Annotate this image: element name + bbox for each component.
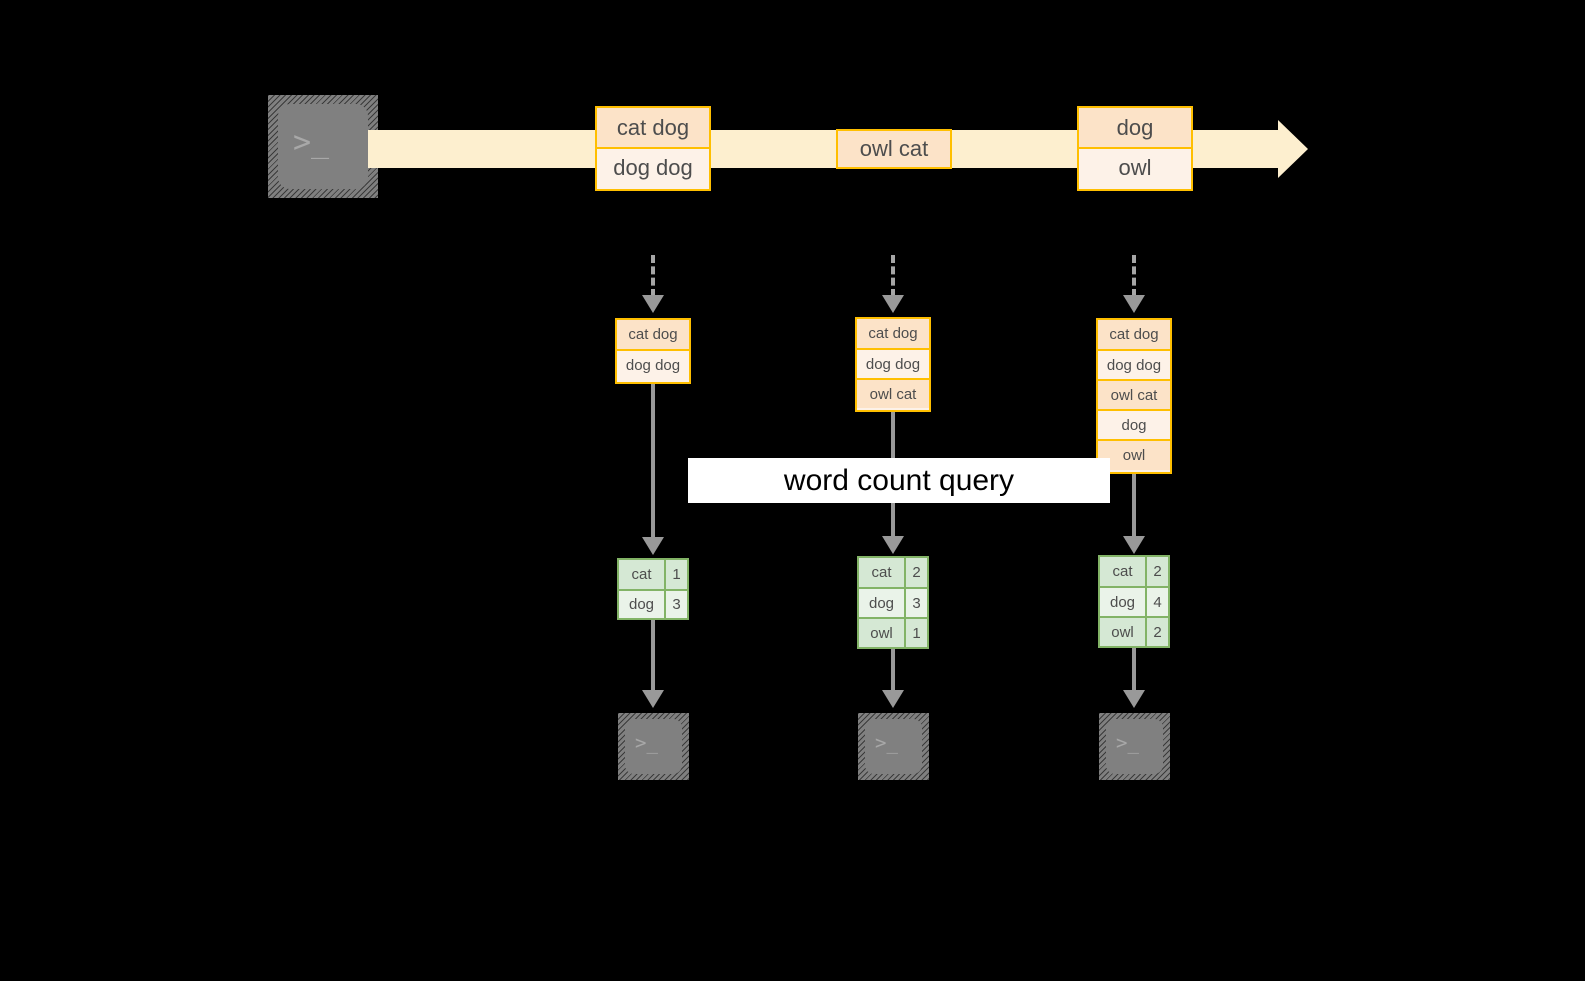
timeline-record-batch-3[interactable]: dog owl xyxy=(1077,106,1193,191)
stage-2-query-arrowhead xyxy=(882,536,904,554)
stage-1-input-connector xyxy=(651,255,655,297)
table-cell-count: 2 xyxy=(904,558,927,587)
table-cell-count: 2 xyxy=(1145,618,1168,646)
terminal-screen xyxy=(625,719,682,774)
table-cell-word: dog xyxy=(859,589,904,617)
table-row: owl 1 xyxy=(859,617,927,647)
stage-3-sink-connector xyxy=(1132,648,1136,692)
stage-2-sink-connector xyxy=(891,649,895,692)
stage-3-query-arrowhead xyxy=(1123,536,1145,554)
stage-2-result-table[interactable]: cat 2 dog 3 owl 1 xyxy=(857,556,929,649)
stage-3-input-connector xyxy=(1132,255,1136,297)
stage-1-query-connector xyxy=(651,384,655,539)
stack-row: cat dog xyxy=(617,320,689,349)
table-cell-word: cat xyxy=(859,558,904,587)
stack-row: owl xyxy=(1098,439,1170,470)
terminal-prompt: >_ xyxy=(875,732,898,754)
table-cell-count: 1 xyxy=(664,560,687,589)
source-terminal-icon: >_ xyxy=(268,95,378,198)
stage-2-input-connector xyxy=(891,255,895,297)
terminal-screen xyxy=(1106,719,1163,774)
table-cell-count: 1 xyxy=(904,619,927,647)
table-cell-word: dog xyxy=(619,591,664,618)
table-row: cat 1 xyxy=(619,560,687,589)
stack-row: dog dog xyxy=(1098,349,1170,379)
stage-1-result-table[interactable]: cat 1 dog 3 xyxy=(617,558,689,620)
stage-2-sink-terminal-icon: >_ xyxy=(858,713,929,780)
stack-row: owl cat xyxy=(857,378,929,408)
stack-row: cat dog xyxy=(1098,320,1170,349)
table-cell-word: owl xyxy=(859,619,904,647)
timeline-record-batch-1[interactable]: cat dog dog dog xyxy=(595,106,711,191)
terminal-prompt: >_ xyxy=(293,125,330,160)
stage-3-sink-terminal-icon: >_ xyxy=(1099,713,1170,780)
table-row: dog 4 xyxy=(1100,586,1168,616)
stage-3-input-stack[interactable]: cat dog dog dog owl cat dog owl xyxy=(1096,318,1172,474)
table-row: cat 2 xyxy=(1100,557,1168,586)
stage-2-input-stack[interactable]: cat dog dog dog owl cat xyxy=(855,317,931,412)
terminal-screen xyxy=(865,719,922,774)
table-row: dog 3 xyxy=(619,589,687,618)
stage-3-query-connector xyxy=(1132,474,1136,538)
stack-row: cat dog xyxy=(857,319,929,348)
timeline-arrow-head xyxy=(1278,120,1308,178)
record-row: owl xyxy=(1079,147,1191,187)
table-cell-word: dog xyxy=(1100,588,1145,616)
stack-row: dog dog xyxy=(857,348,929,378)
stack-row: owl cat xyxy=(1098,379,1170,409)
table-cell-count: 3 xyxy=(664,591,687,618)
stage-3-input-arrowhead xyxy=(1123,295,1145,313)
stack-row: dog xyxy=(1098,409,1170,439)
query-label-text: word count query xyxy=(783,463,1015,497)
stage-1-sink-connector xyxy=(651,620,655,692)
stage-3-sink-arrowhead xyxy=(1123,690,1145,708)
table-cell-word: cat xyxy=(1100,557,1145,586)
table-cell-word: owl xyxy=(1100,618,1145,646)
stack-row: dog dog xyxy=(617,349,689,380)
table-row: cat 2 xyxy=(859,558,927,587)
timeline-record-batch-2[interactable]: owl cat xyxy=(836,129,952,169)
table-cell-count: 2 xyxy=(1145,557,1168,586)
record-row: dog xyxy=(1079,108,1191,147)
stage-1-sink-arrowhead xyxy=(642,690,664,708)
stage-3-result-table[interactable]: cat 2 dog 4 owl 2 xyxy=(1098,555,1170,648)
table-cell-count: 3 xyxy=(904,589,927,617)
query-label-banner: word count query xyxy=(688,458,1110,503)
record-row: owl cat xyxy=(838,131,950,167)
terminal-screen xyxy=(278,104,368,189)
table-cell-word: cat xyxy=(619,560,664,589)
record-row: cat dog xyxy=(597,108,709,147)
table-row: dog 3 xyxy=(859,587,927,617)
table-cell-count: 4 xyxy=(1145,588,1168,616)
stage-1-input-arrowhead xyxy=(642,295,664,313)
terminal-prompt: >_ xyxy=(1116,732,1139,754)
stage-1-sink-terminal-icon: >_ xyxy=(618,713,689,780)
stage-2-input-arrowhead xyxy=(882,295,904,313)
table-row: owl 2 xyxy=(1100,616,1168,646)
stage-1-input-stack[interactable]: cat dog dog dog xyxy=(615,318,691,384)
stage-2-sink-arrowhead xyxy=(882,690,904,708)
stage-1-query-arrowhead xyxy=(642,537,664,555)
record-row: dog dog xyxy=(597,147,709,187)
terminal-prompt: >_ xyxy=(635,732,658,754)
